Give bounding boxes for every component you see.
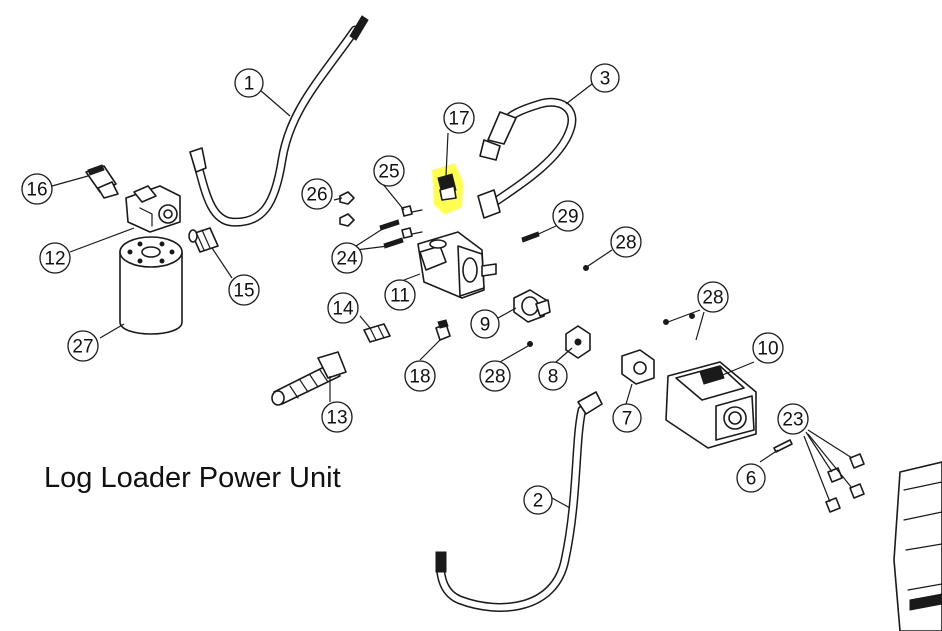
diagram-title: Log Loader Power Unit [44, 462, 341, 494]
callout-2: 2 [523, 485, 553, 515]
key-29 [521, 231, 540, 243]
callout-18: 18 [404, 360, 436, 392]
callout-17: 17 [443, 102, 475, 134]
callout-29: 29 [552, 200, 584, 232]
nuts-26 [339, 191, 355, 227]
svg-text:9: 9 [480, 315, 491, 336]
hydraulic-pump-11 [417, 231, 497, 299]
callout-28c: 28 [479, 360, 511, 392]
callout-12: 12 [39, 242, 71, 274]
callout-28b: 28 [697, 281, 729, 313]
pipe-nipple-15 [188, 227, 219, 253]
svg-text:8: 8 [548, 367, 559, 388]
suction-strainer-13 [271, 351, 347, 406]
callout-8: 8 [538, 361, 568, 391]
callout-24: 24 [331, 242, 363, 274]
svg-text:6: 6 [746, 469, 757, 490]
elbow-fitting-16 [85, 164, 119, 199]
fitting-14 [363, 323, 391, 343]
callout-15: 15 [228, 274, 260, 306]
svg-text:3: 3 [600, 69, 611, 90]
svg-text:25: 25 [378, 162, 399, 183]
callout-27: 27 [67, 330, 99, 362]
svg-text:14: 14 [332, 299, 354, 320]
svg-text:24: 24 [336, 249, 358, 270]
coupler-half-9 [513, 289, 551, 323]
coupler-half-7 [621, 349, 655, 385]
svg-text:16: 16 [26, 180, 47, 201]
svg-text:17: 17 [448, 109, 469, 130]
pump-mount-10 [665, 361, 757, 449]
callout-14: 14 [327, 292, 359, 324]
studs-24 [379, 219, 404, 249]
callout-7: 7 [612, 403, 642, 433]
pin-6 [773, 439, 793, 453]
svg-text:10: 10 [757, 339, 778, 360]
svg-text:28: 28 [702, 288, 723, 309]
svg-text:12: 12 [44, 249, 65, 270]
svg-text:28: 28 [615, 233, 636, 254]
callout-3: 3 [590, 63, 620, 93]
callout-6: 6 [736, 463, 766, 493]
bolts-25 [401, 205, 423, 239]
filter-element-27 [119, 236, 183, 335]
svg-text:13: 13 [326, 408, 347, 429]
callout-28a: 28 [610, 226, 642, 258]
svg-text:7: 7 [622, 409, 633, 430]
svg-text:28: 28 [484, 367, 505, 388]
filter-head-12 [125, 185, 181, 233]
svg-text:27: 27 [72, 337, 93, 358]
svg-text:29: 29 [557, 207, 578, 228]
svg-text:2: 2 [533, 491, 544, 512]
hose-3 [477, 97, 577, 219]
svg-text:23: 23 [782, 410, 803, 431]
callout-9: 9 [470, 309, 500, 339]
callout-25: 25 [373, 155, 405, 187]
callout-26: 26 [301, 178, 333, 210]
callout-13: 13 [321, 401, 353, 433]
leader-lines [51, 83, 853, 509]
svg-text:1: 1 [244, 74, 255, 95]
svg-text:26: 26 [306, 185, 327, 206]
callout-16: 16 [21, 173, 53, 205]
hose-2 [435, 391, 603, 612]
svg-text:11: 11 [390, 286, 410, 307]
coupler-spider-8 [565, 325, 591, 359]
svg-text:18: 18 [409, 367, 430, 388]
callout-10: 10 [752, 332, 784, 364]
engine-edge [893, 461, 942, 631]
set-screws-28 [527, 265, 695, 347]
svg-text:15: 15 [233, 281, 254, 302]
callout-1: 1 [234, 68, 264, 98]
fitting-17 [437, 173, 457, 201]
callout-11: 11 [384, 279, 416, 311]
hose-1 [189, 15, 369, 227]
callout-23: 23 [777, 403, 809, 435]
fitting-18 [435, 319, 451, 341]
